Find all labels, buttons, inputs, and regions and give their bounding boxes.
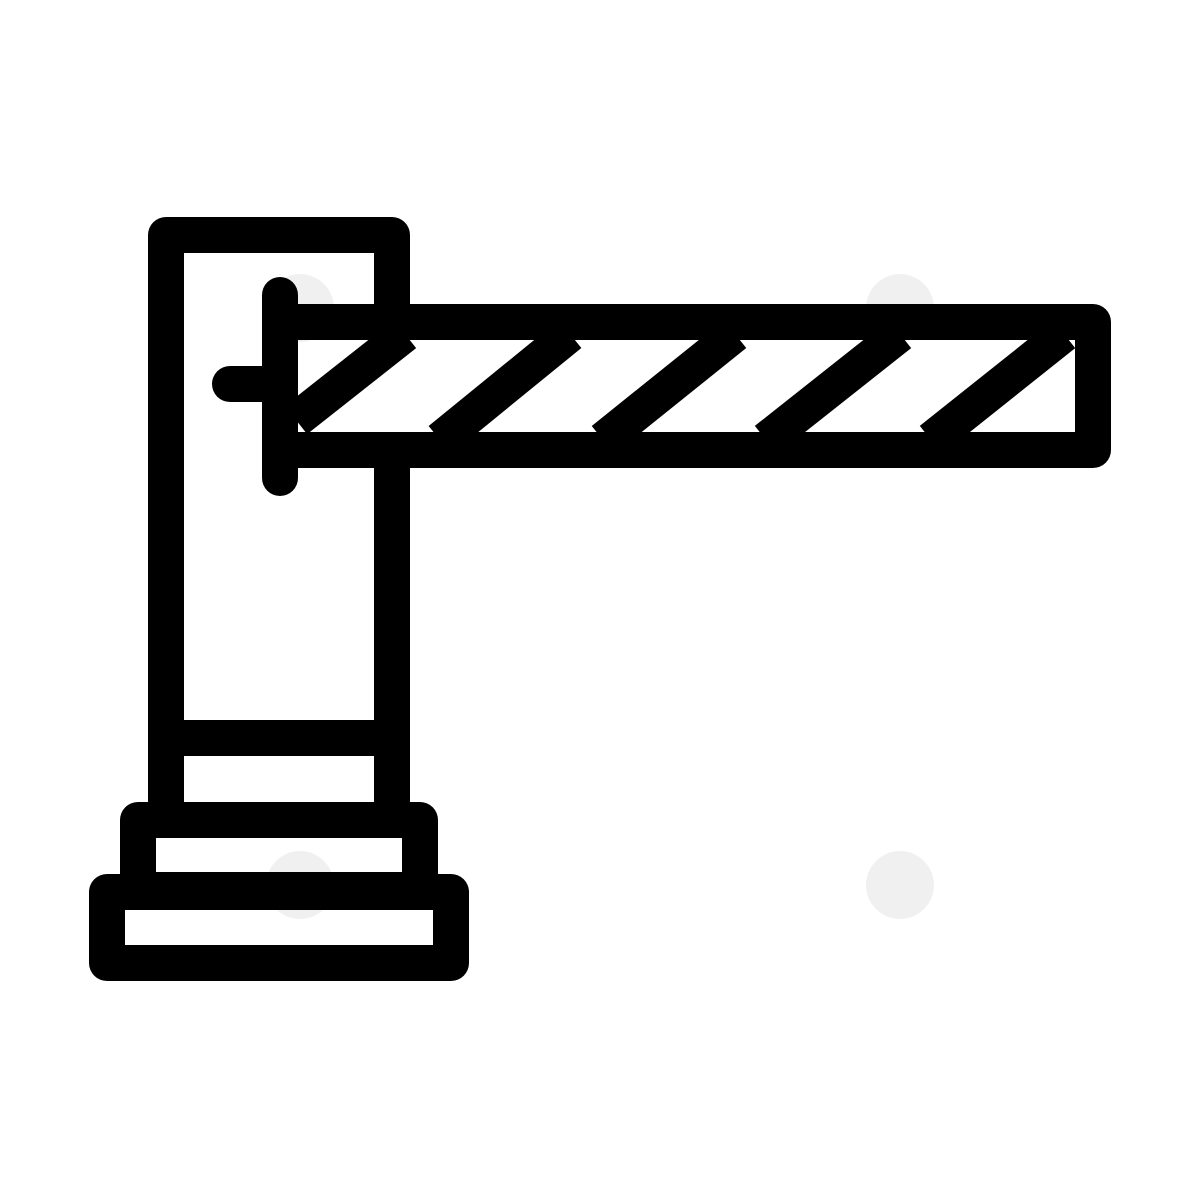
arm-stripe-1 [284, 319, 417, 435]
barrier-gate-drawing [89, 217, 1111, 981]
watermark-logo-4 [866, 851, 934, 919]
arm-stripes [284, 319, 1076, 455]
base-step-lower [89, 874, 469, 981]
arm-stripe-3 [591, 319, 747, 455]
arm-stripe-4 [754, 319, 912, 455]
arm-stripe-2 [428, 320, 582, 454]
post-outline-upper [148, 217, 410, 821]
arm-stripe-5 [919, 319, 1076, 455]
